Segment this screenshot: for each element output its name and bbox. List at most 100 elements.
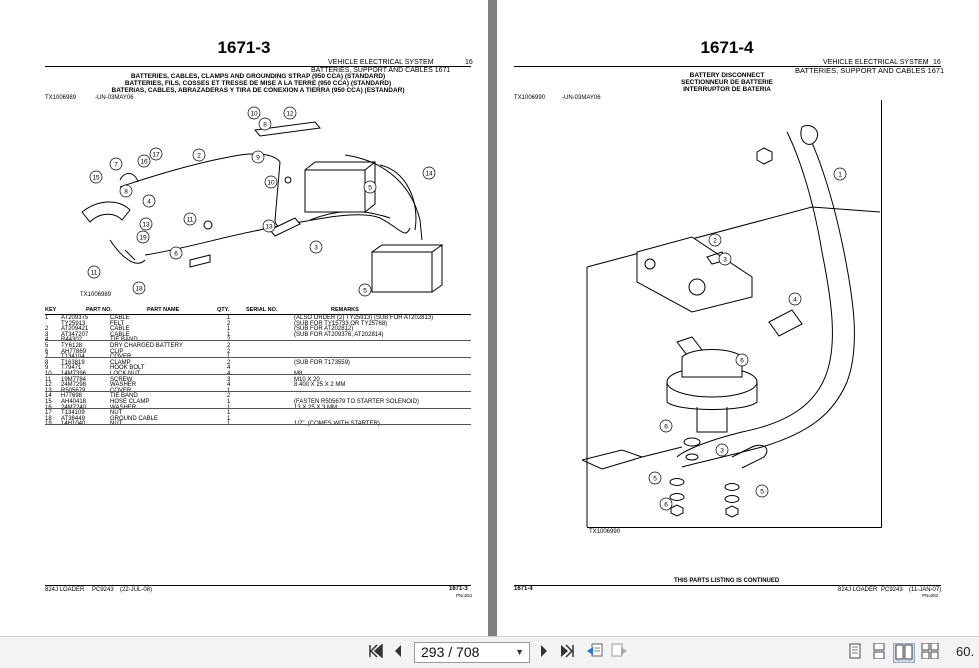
footer-date: (11-JAN-07) (909, 587, 942, 593)
svg-text:13: 13 (142, 222, 150, 229)
svg-text:9: 9 (256, 155, 260, 162)
forward-icon[interactable] (609, 643, 629, 663)
cell-remarks: (FASTEN R505679 TO STARTER SOLENOID) (294, 398, 419, 405)
cell-name: CABLE (110, 326, 130, 333)
cell-qty: 2 (227, 393, 231, 400)
tx-code: TX1006989 (45, 95, 77, 101)
svg-text:6: 6 (174, 251, 178, 258)
cell-key: 11 (45, 376, 52, 383)
svg-text:2: 2 (713, 238, 717, 245)
cell-qty: 1 (227, 410, 231, 417)
first-page-icon[interactable] (366, 643, 386, 663)
header-section-number: 16 (465, 59, 473, 66)
continuous-icon[interactable] (870, 642, 888, 663)
tx-date: -UN-03MAY06 (95, 95, 134, 101)
battery-cables-diagram: 10 12 8 2 17 16 7 9 10 15 5 14 8 4 11 13… (81, 106, 444, 297)
svg-text:2: 2 (197, 153, 201, 160)
footer-rule (514, 585, 941, 586)
svg-text:15: 15 (92, 175, 100, 182)
cell-name: FELT (110, 320, 125, 327)
tx-code: TX1006990 (514, 95, 546, 101)
subtitle-fr: BATTERIES, FILS, COSSES ET TRESSE DE MIS… (124, 80, 392, 87)
cell-key: 2 (45, 326, 49, 333)
cell-part-no: R505679 (61, 388, 85, 395)
cell-part-no: H77698 (61, 393, 83, 400)
svg-text:3: 3 (720, 448, 724, 455)
header-right: BATTERIES, SUPPORT AND CABLES 1671 (795, 66, 945, 75)
cell-part-no: TY25913 (61, 320, 86, 327)
cell-name: CLIP (110, 348, 124, 355)
svg-text:10: 10 (267, 180, 275, 187)
table-row: 1014M7396LOCK NUT4M8 (45, 371, 475, 378)
cell-name: LOCK NUT (110, 371, 140, 378)
two-page-continuous-icon[interactable] (920, 642, 940, 663)
svg-text:10: 10 (250, 111, 258, 118)
col-part-no: PART NO. (86, 307, 112, 313)
page-title: 1671-4 (700, 38, 754, 57)
cell-qty: 1 (227, 415, 231, 422)
svg-text:14: 14 (425, 171, 433, 178)
col-qty: QTY. (217, 307, 230, 313)
page-title: 1671-3 (217, 38, 271, 57)
cell-name: CABLE (110, 331, 130, 338)
back-icon[interactable] (585, 643, 605, 663)
svg-text:7: 7 (114, 162, 118, 169)
cell-key: 15 (45, 398, 52, 405)
cell-name: WASHER (110, 382, 137, 389)
cell-part-no: 19M7784 (61, 376, 87, 383)
cell-qty: 1 (227, 315, 231, 321)
cell-name: DRY CHARGED BATTERY (110, 342, 183, 349)
col-serial-no: SERIAL NO. (246, 307, 278, 313)
diagram-frame-bottom (587, 527, 882, 528)
cell-name: COVER (110, 388, 131, 395)
prev-page-icon[interactable] (390, 643, 406, 663)
svg-text:11: 11 (91, 270, 98, 277)
footer-code: PNo282 (922, 593, 939, 598)
document-viewer: 1671-3 VEHICLE ELECTRICAL SYSTEM 16 BATT… (0, 0, 979, 636)
cell-remarks: (ALSO ORDER (2) TY25913) (SUB FOR AT2028… (294, 315, 434, 321)
cell-part-no: 14M7396 (61, 371, 86, 378)
cell-part-no: 24M7298 (61, 382, 87, 389)
figure-label: TX1006990 (589, 529, 621, 535)
two-page-icon[interactable] (893, 643, 915, 663)
page-number-select[interactable]: 293 / 708 ▼ (414, 642, 530, 663)
figure-label: TX1006989 (80, 292, 112, 298)
header-rule (45, 66, 471, 67)
page-left: 1671-3 VEHICLE ELECTRICAL SYSTEM 16 BATT… (0, 0, 488, 636)
cell-part-no: T134109 (61, 410, 85, 417)
cell-qty: 4 (227, 365, 231, 372)
cell-remarks: 13 X 25 X 3 MM (294, 405, 337, 412)
svg-text:3: 3 (723, 257, 727, 264)
cell-qty: 1 (227, 398, 231, 405)
cell-key: 16 (45, 405, 52, 412)
svg-text:5: 5 (653, 476, 657, 483)
next-page-icon[interactable] (536, 643, 552, 663)
table-row: 13R505679COVER1 (45, 388, 475, 395)
svg-text:5: 5 (363, 288, 367, 295)
table-row-rule (45, 357, 471, 358)
footer-page: 1671-3 (449, 586, 468, 592)
table-row-rule (45, 374, 471, 375)
last-page-icon[interactable] (557, 643, 577, 663)
zoom-value[interactable]: 60. (956, 644, 975, 659)
single-page-icon[interactable] (846, 643, 864, 663)
cell-remarks: (SUB FOR AT209376, AT202814) (294, 331, 384, 338)
svg-text:18: 18 (135, 286, 143, 293)
cell-qty: 2 (227, 320, 231, 327)
page-right: 1671-4 VEHICLE ELECTRICAL SYSTEM 16 BATT… (497, 0, 979, 636)
subtitle-es: BATERIAS, CABLES, ABRAZADERAS Y TIRA DE … (111, 87, 405, 94)
cell-remarks: 8.400 X 25 X 2 MM (294, 382, 346, 389)
cell-name: CABLE (110, 315, 130, 321)
cell-key: 8 (45, 359, 49, 366)
cell-remarks: M10 X 20 (294, 376, 320, 383)
